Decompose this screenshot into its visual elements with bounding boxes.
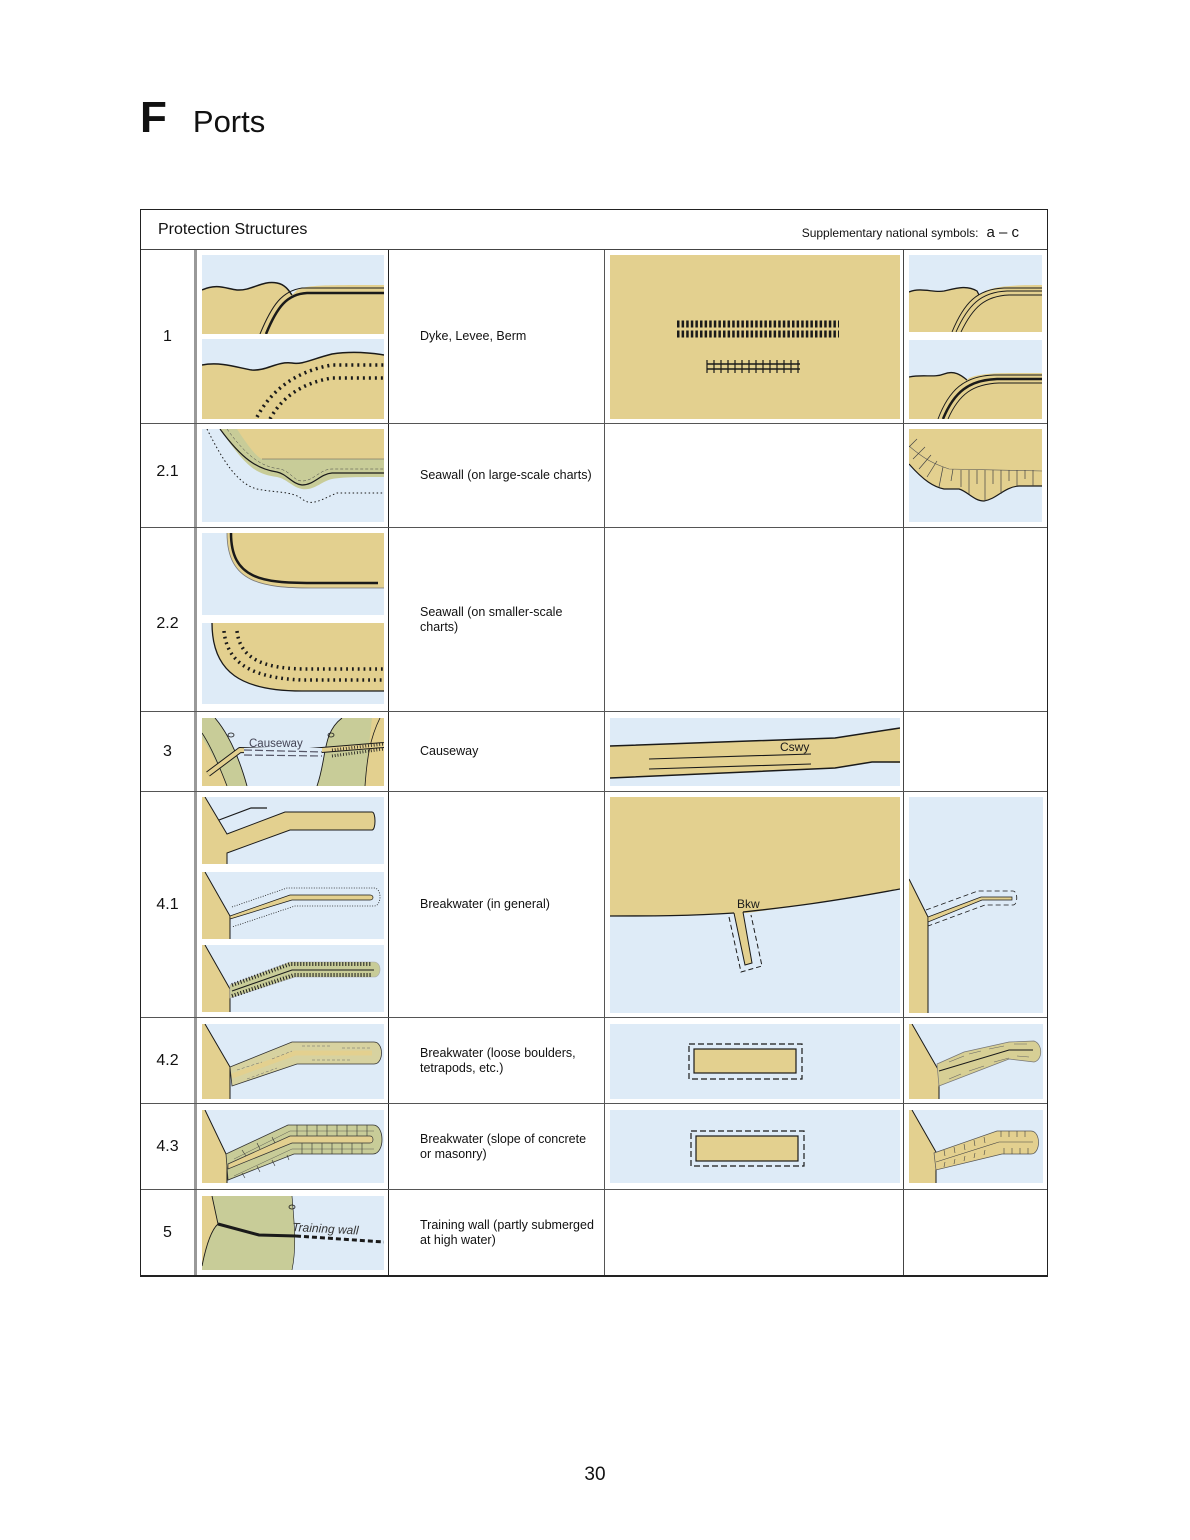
row-number: 4.1 xyxy=(141,792,197,1017)
seawall-small-scale-illustration-solid xyxy=(202,533,384,615)
breakwater-illustration-ticked xyxy=(202,945,384,1012)
int-symbol xyxy=(605,250,904,423)
causeway-illustration: Causeway xyxy=(202,718,384,786)
table-row: 5 Training wall Training wall (partly su… xyxy=(141,1190,1047,1275)
symbol-example: Causeway xyxy=(197,712,389,791)
table-row: 4.2 Breakwater (loose boulders, tetrapod… xyxy=(141,1018,1047,1104)
row-number: 4.2 xyxy=(141,1018,197,1103)
symbol-description: Breakwater (slope of concrete or masonry… xyxy=(389,1104,605,1189)
seawall-large-scale-illustration xyxy=(202,429,384,522)
dyke-int-symbol xyxy=(610,255,900,419)
int-symbol-empty xyxy=(605,528,904,711)
breakwater-masonry-illustration xyxy=(202,1110,384,1183)
table-row: 1 Dyke, Levee, Berm xyxy=(141,250,1047,424)
int-symbol xyxy=(605,1104,904,1189)
dyke-illustration-ticked xyxy=(202,339,384,419)
row-number: 2.1 xyxy=(141,424,197,527)
dyke-suppl-a xyxy=(909,255,1042,332)
breakwater-boulders-illustration xyxy=(202,1024,384,1099)
symbol-description: Seawall (on large-scale charts) xyxy=(389,424,605,527)
symbol-description: Causeway xyxy=(389,712,605,791)
row-number: 3 xyxy=(141,712,197,791)
supplementary-range: a – c xyxy=(986,224,1019,241)
breakwater-illustration-outline xyxy=(202,797,384,864)
symbol-example xyxy=(197,792,389,1017)
supplementary-symbol-empty xyxy=(904,712,1047,791)
symbol-example xyxy=(197,1104,389,1189)
symbol-example xyxy=(197,528,389,711)
symbol-example xyxy=(197,250,389,423)
section-title: Ports xyxy=(192,104,266,139)
table-title: Protection Structures xyxy=(158,221,308,238)
symbols-table: Protection Structures Supplementary nati… xyxy=(140,209,1048,1277)
supplementary-symbol xyxy=(904,792,1047,1017)
supplementary-symbol xyxy=(904,1018,1047,1103)
breakwater-suppl-a xyxy=(909,797,1043,1013)
breakwater-illustration-dotted xyxy=(202,872,384,939)
int-symbol: Cswy xyxy=(605,712,904,791)
causeway-int-symbol: Cswy xyxy=(610,718,900,786)
table-row: 3 Causeway xyxy=(141,712,1047,792)
table-row: 4.3 Breakwater (slope of concrete or mas… xyxy=(141,1104,1047,1190)
breakwater-masonry-suppl-c xyxy=(909,1110,1043,1183)
supplementary-symbol xyxy=(904,424,1047,527)
breakwater-int-symbol: Bkw xyxy=(610,797,900,1013)
training-wall-illustration: Training wall xyxy=(202,1196,384,1270)
row-number: 4.3 xyxy=(141,1104,197,1189)
page-number: 30 xyxy=(584,1464,606,1485)
symbol-description: Breakwater (in general) xyxy=(389,792,605,1017)
cswy-label: Cswy xyxy=(780,740,809,754)
symbol-description: Seawall (on smaller-scale charts) xyxy=(389,528,605,711)
breakwater-masonry-int-symbol xyxy=(610,1110,900,1183)
symbol-description: Training wall (partly submerged at high … xyxy=(389,1190,605,1275)
row-number: 5 xyxy=(141,1190,197,1275)
int-symbol-empty xyxy=(605,424,904,527)
symbol-example xyxy=(197,1018,389,1103)
table-row: 2.2 Seawall (on smaller-scale charts) xyxy=(141,528,1047,712)
supplementary-symbol xyxy=(904,250,1047,423)
section-letter: F xyxy=(140,93,167,142)
supplementary-symbols-note: Supplementary national symbols: a – c xyxy=(802,224,1019,241)
symbol-description: Dyke, Levee, Berm xyxy=(389,250,605,423)
row-number: 2.2 xyxy=(141,528,197,711)
int-symbol-empty xyxy=(605,1190,904,1275)
seawall-small-scale-illustration-ticked xyxy=(202,623,384,704)
causeway-map-label: Causeway xyxy=(249,738,303,750)
supplementary-symbol-empty xyxy=(904,528,1047,711)
table-row: 4.1 xyxy=(141,792,1047,1018)
symbol-example xyxy=(197,424,389,527)
symbol-example: Training wall xyxy=(197,1190,389,1275)
seawall-suppl-c xyxy=(909,429,1042,522)
section-heading: F Ports xyxy=(140,96,265,140)
int-symbol: Bkw xyxy=(605,792,904,1017)
supplementary-label: Supplementary national symbols: xyxy=(801,226,979,240)
int-symbol xyxy=(605,1018,904,1103)
supplementary-symbol-empty xyxy=(904,1190,1047,1275)
breakwater-boulders-suppl-b xyxy=(909,1024,1043,1099)
supplementary-symbol xyxy=(904,1104,1047,1189)
row-number: 1 xyxy=(141,250,197,423)
table-header: Protection Structures Supplementary nati… xyxy=(141,210,1047,250)
dyke-suppl-b xyxy=(909,340,1042,419)
breakwater-boulders-int-symbol xyxy=(610,1024,900,1099)
training-wall-map-label: Training wall xyxy=(292,1220,359,1237)
symbol-description: Breakwater (loose boulders, tetrapods, e… xyxy=(389,1018,605,1103)
table-row: 2.1 Seawall (on large-scale charts) xyxy=(141,424,1047,528)
bkw-label: Bkw xyxy=(737,897,760,911)
dyke-illustration-solid xyxy=(202,255,384,334)
